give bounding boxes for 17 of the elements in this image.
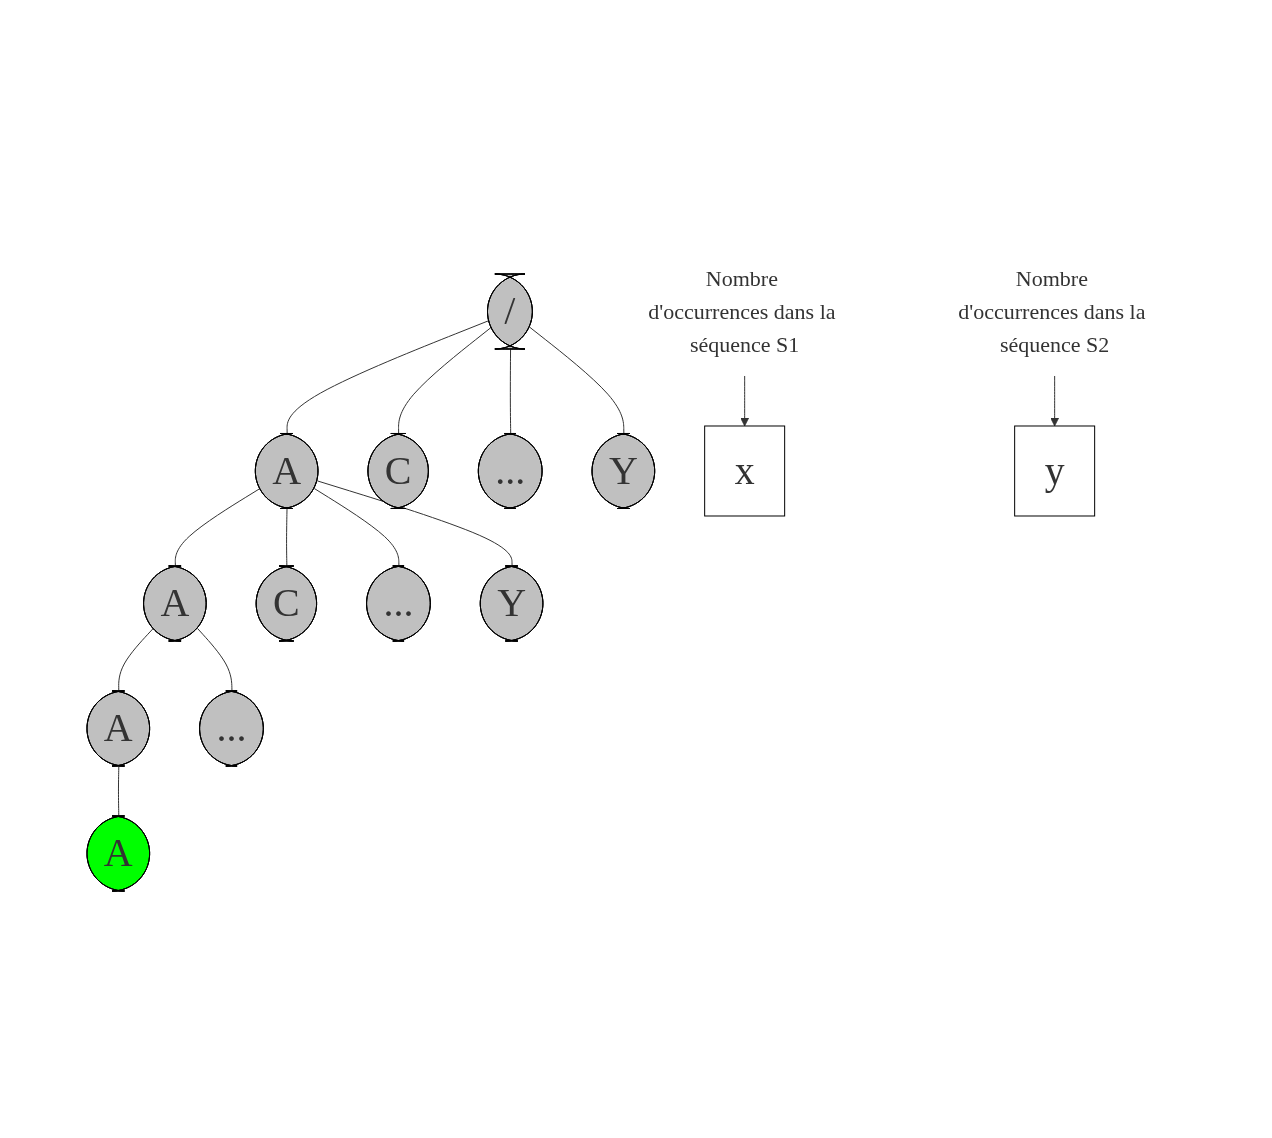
connector <box>197 628 233 692</box>
connector <box>316 480 513 567</box>
node-box: y <box>1014 425 1096 517</box>
node-box: x <box>704 425 786 517</box>
connector <box>529 326 625 435</box>
connector <box>118 628 154 692</box>
arrow <box>740 375 750 427</box>
connector <box>118 766 120 817</box>
connector <box>398 326 492 435</box>
node-text: Nombre d'occurrences dans la séquence S2 <box>958 266 1146 357</box>
connector <box>286 508 288 567</box>
arrow <box>1050 375 1060 427</box>
connector <box>286 320 490 435</box>
connector <box>174 488 261 567</box>
node-text: Nombre d'occurrences dans la séquence S1 <box>648 266 836 357</box>
connector <box>510 349 512 435</box>
connector <box>314 488 400 567</box>
